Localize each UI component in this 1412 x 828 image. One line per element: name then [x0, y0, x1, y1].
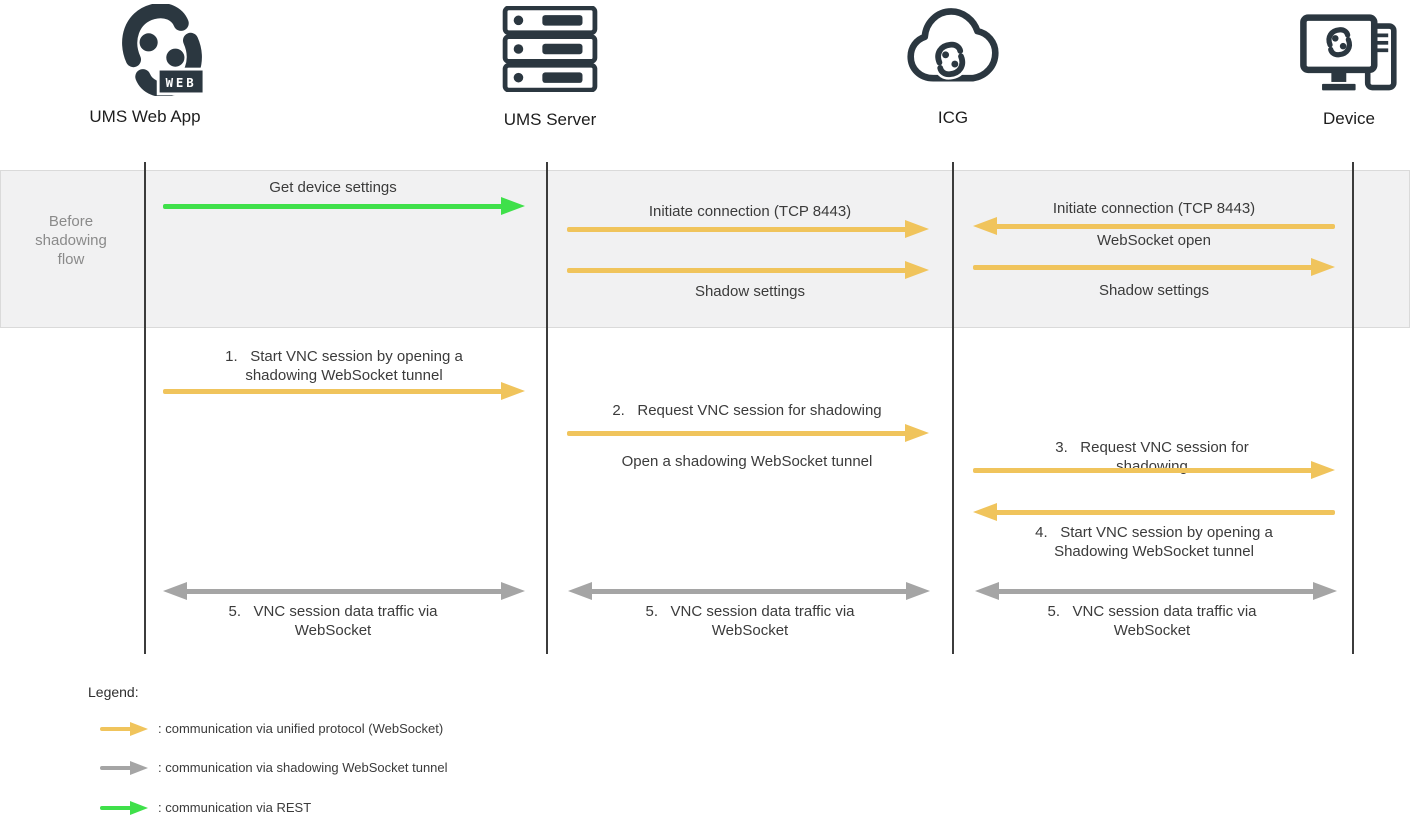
icg-cloud-icon — [907, 8, 999, 82]
entity-label-ums-web-app: UMS Web App — [89, 107, 201, 126]
message-label-step1: 1. Start VNC session by opening a shadow… — [225, 348, 463, 384]
device-icon — [1300, 14, 1397, 91]
message-label-shadow-settings-c: Shadow settings — [1098, 282, 1210, 299]
message-label-step2-sub: Open a shadowing WebSocket tunnel — [621, 453, 873, 470]
server-stack-icon — [502, 6, 598, 92]
band-label: Before shadowing flow — [35, 213, 107, 268]
lifeline-ums-web-app — [144, 162, 146, 654]
entity-label-device: Device — [1323, 109, 1375, 128]
igel-web-app-icon: WEB — [122, 4, 204, 96]
entity-label-icg: ICG — [937, 108, 969, 127]
entity-label-ums-server: UMS Server — [503, 110, 597, 129]
before-shadowing-band — [0, 170, 1410, 328]
lifeline-icg — [952, 162, 954, 654]
message-label-initiate-connection-b: Initiate connection (TCP 8443) — [648, 203, 852, 220]
legend-label-tunnel: : communication via shadowing WebSocket … — [158, 760, 448, 775]
lifeline-device — [1352, 162, 1354, 654]
legend-label-unified: : communication via unified protocol (We… — [158, 721, 444, 736]
legend-title: Legend: — [88, 684, 139, 700]
message-label-initiate-connection-c: Initiate connection (TCP 8443) — [1052, 200, 1256, 217]
message-label-get-device-settings: Get device settings — [269, 179, 397, 196]
message-label-step4: 4. Start VNC session by opening a Shadow… — [1035, 524, 1273, 560]
message-label-step5-c: 5. VNC session data traffic via WebSocke… — [1047, 603, 1257, 639]
message-label-websocket-open: WebSocket open — [1097, 232, 1211, 249]
lifeline-ums-server — [546, 162, 548, 654]
message-label-step5-a: 5. VNC session data traffic via WebSocke… — [228, 603, 438, 639]
message-label-step2: 2. Request VNC session for shadowing — [612, 402, 882, 419]
message-label-shadow-settings-b: Shadow settings — [694, 283, 806, 300]
legend-label-rest: : communication via REST — [158, 800, 312, 815]
web-badge-label: WEB — [166, 75, 197, 90]
message-label-step5-b: 5. VNC session data traffic via WebSocke… — [645, 603, 855, 639]
